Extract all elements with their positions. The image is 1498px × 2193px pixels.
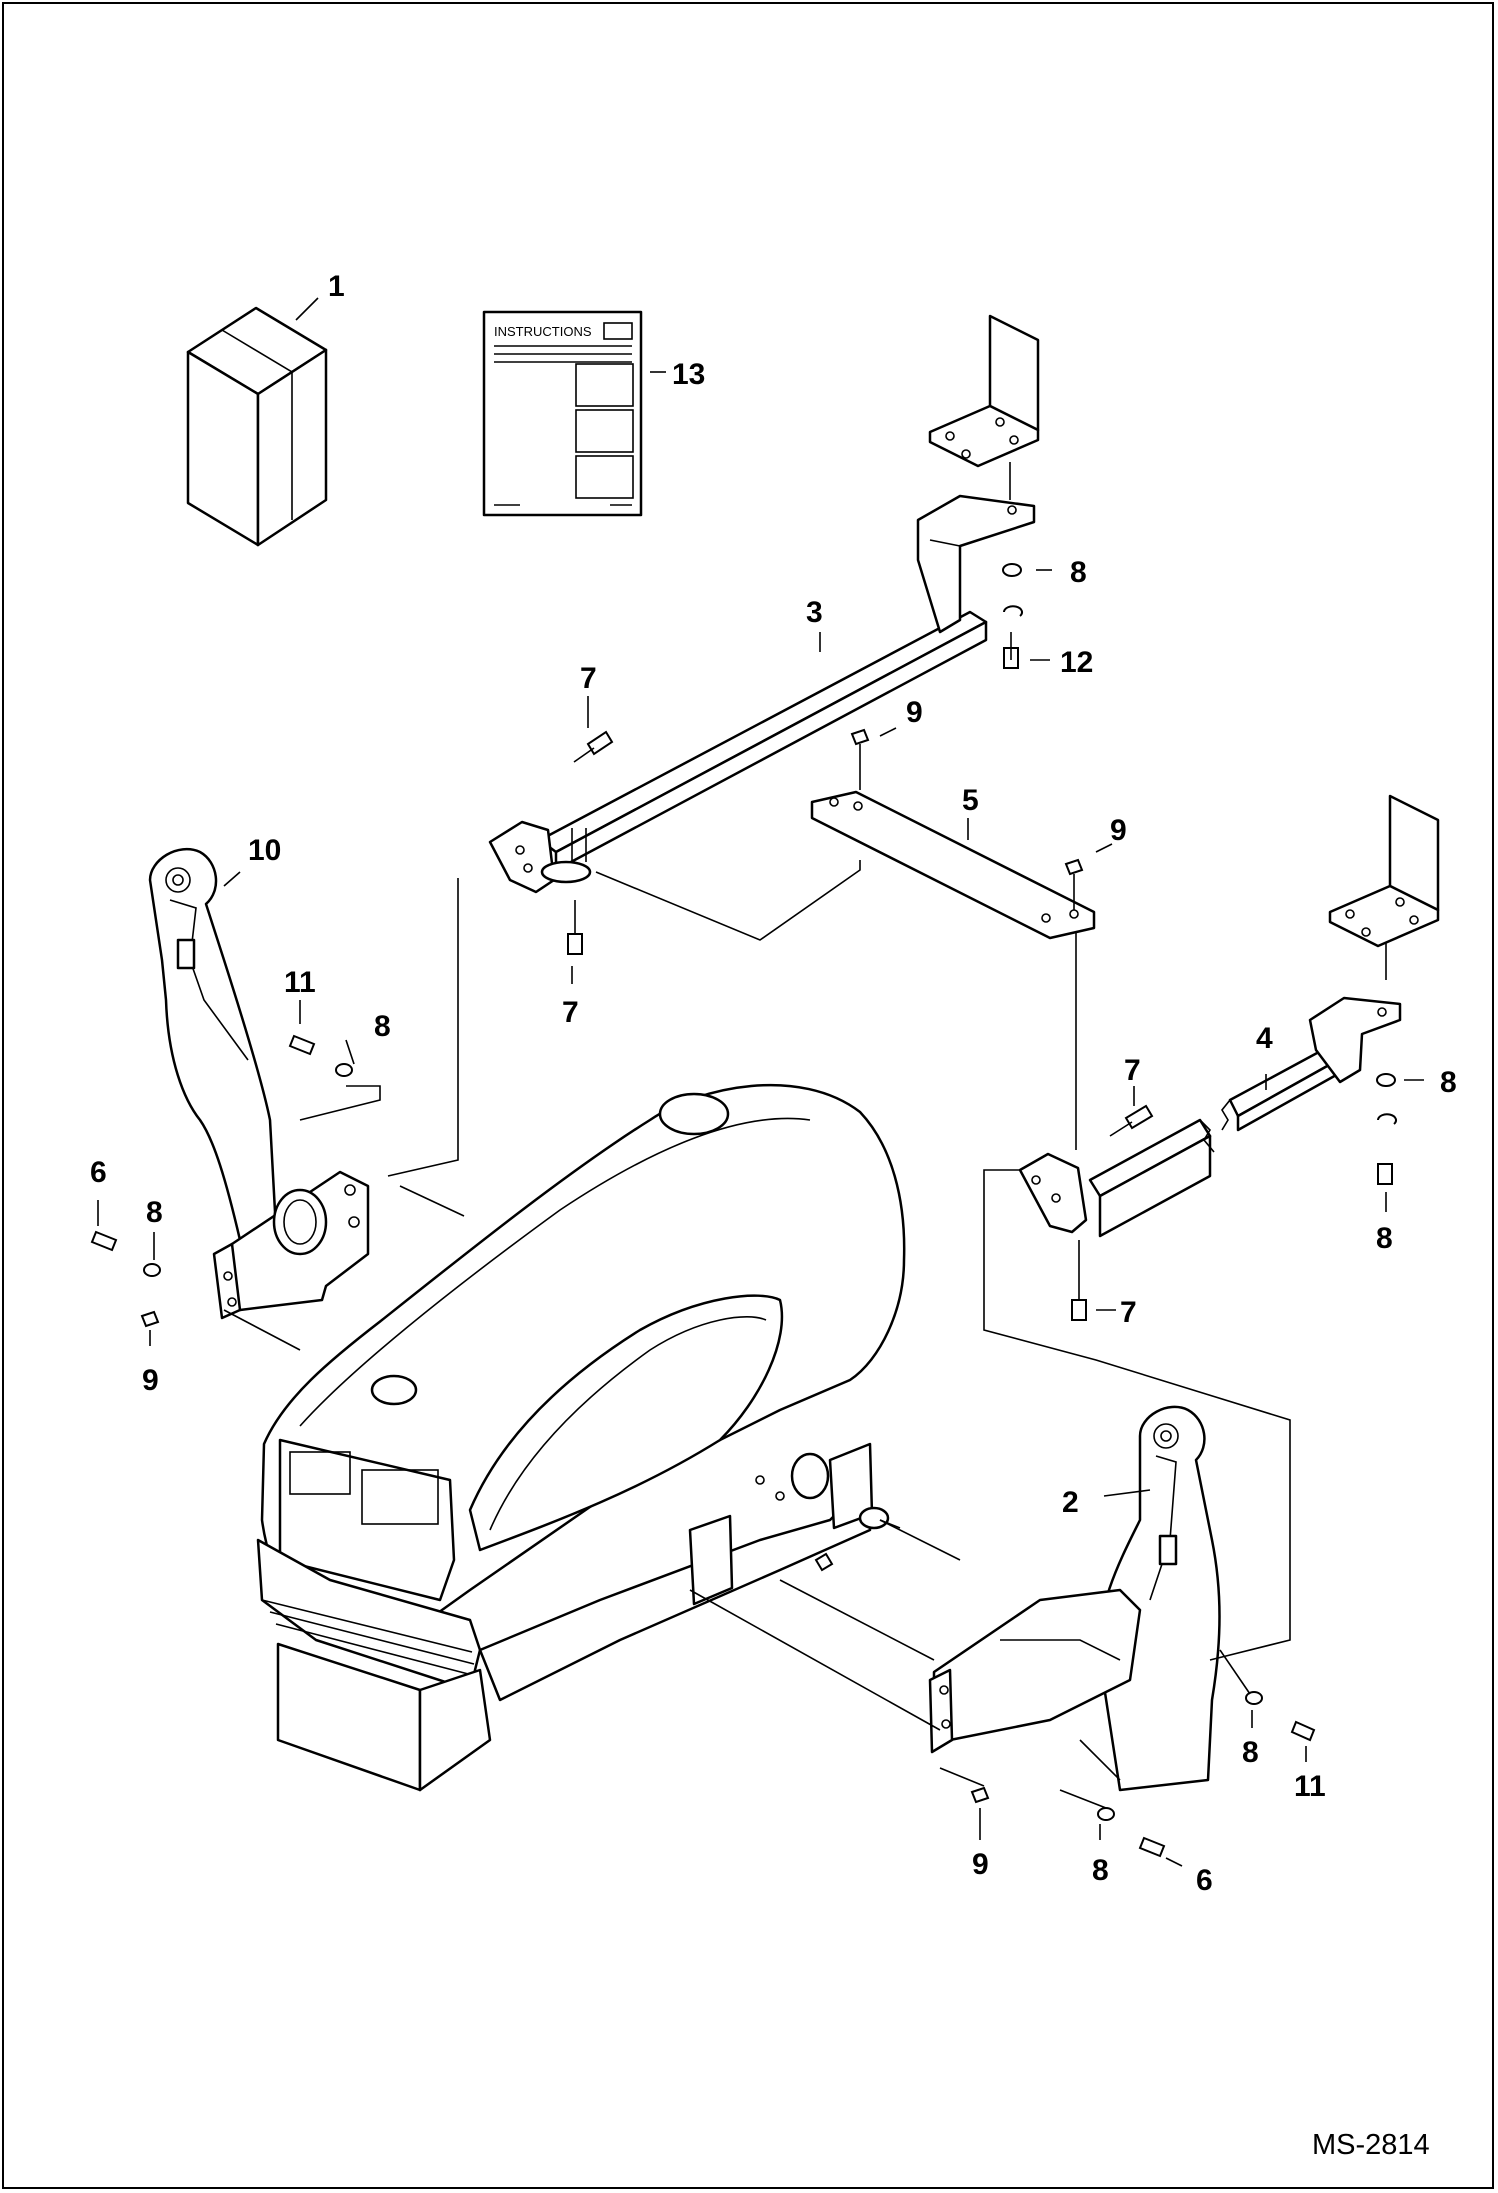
callout-3: 3 xyxy=(806,596,823,629)
part-3-upper-crossbar xyxy=(488,494,1036,894)
callout-7: 7 xyxy=(1124,1054,1141,1087)
callout-6: 6 xyxy=(90,1156,107,1189)
assembly-lines xyxy=(223,860,1291,1809)
callout-9: 9 xyxy=(906,696,923,729)
callout-9: 9 xyxy=(972,1848,989,1881)
upper-bracket xyxy=(928,314,1040,500)
drawing-id: MS-2814 xyxy=(1312,2129,1430,2161)
part-5-flat-strap xyxy=(810,790,1096,940)
callout-1: 1 xyxy=(328,270,345,303)
part-1-kit-box xyxy=(186,306,328,547)
callout-8: 8 xyxy=(1092,1854,1109,1887)
callout-10: 10 xyxy=(248,834,281,867)
callout-7: 7 xyxy=(1120,1296,1137,1329)
lower-bracket xyxy=(1328,794,1440,980)
part-2-right-upright xyxy=(928,1405,1221,1792)
tractor-body xyxy=(256,1083,906,1792)
callout-9: 9 xyxy=(1110,814,1127,847)
callout-6: 6 xyxy=(1196,1864,1213,1897)
callout-8: 8 xyxy=(1440,1066,1457,1099)
callout-4: 4 xyxy=(1256,1022,1273,1055)
callout-labels: 1 13 3 8 12 7 9 5 9 10 7 11 8 4 7 8 6 8 … xyxy=(90,270,1457,1897)
callout-11: 11 xyxy=(284,966,316,999)
callout-7: 7 xyxy=(562,996,579,1029)
part-10-left-upright xyxy=(148,847,370,1320)
part-13-instructions-sheet: INSTRUCTIONS xyxy=(482,310,643,517)
callout-12: 12 xyxy=(1060,646,1093,679)
callout-8: 8 xyxy=(146,1196,163,1229)
callout-leaders xyxy=(97,297,1424,1867)
callout-9: 9 xyxy=(142,1364,159,1397)
callout-8: 8 xyxy=(1376,1222,1393,1255)
instructions-title: INSTRUCTIONS xyxy=(494,324,592,339)
callout-7: 7 xyxy=(580,662,597,695)
callout-8: 8 xyxy=(374,1010,391,1043)
callout-5: 5 xyxy=(962,784,979,817)
hardware xyxy=(90,563,1397,1858)
callout-11: 11 xyxy=(1294,1770,1326,1803)
callout-8: 8 xyxy=(1242,1736,1259,1769)
callout-8: 8 xyxy=(1070,556,1087,589)
part-4-lower-crossbar xyxy=(1018,932,1402,1238)
callout-2: 2 xyxy=(1062,1486,1079,1519)
callout-13: 13 xyxy=(672,358,705,391)
